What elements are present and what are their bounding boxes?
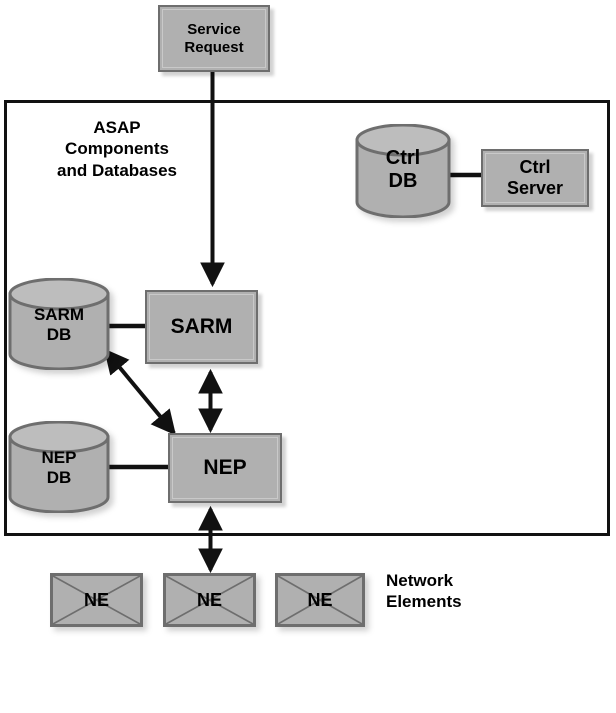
network-element-node-1[interactable] [50, 573, 143, 627]
asap-label-line-3: and Databases [57, 160, 177, 180]
sarm-label: SARM [170, 314, 233, 338]
asap-label-line-2: Components [65, 139, 169, 159]
nep-node[interactable]: NEP [168, 433, 282, 503]
network-elements-caption-line-2: Elements [386, 591, 462, 611]
asap-container-label: ASAP Components and Databases [22, 117, 212, 181]
ctrl-server-label-line-1: Ctrl [519, 157, 551, 178]
nep-label: NEP [203, 455, 247, 479]
ctrl-server-label-line-2: Server [506, 178, 564, 198]
service-request-node[interactable]: Service Request [158, 5, 270, 72]
network-elements-caption: Network Elements [386, 571, 566, 612]
ctrl-db-node[interactable] [355, 124, 451, 218]
network-element-node-3[interactable] [275, 573, 365, 627]
connector-sarm-db-to-nep [104, 348, 176, 436]
nep-db-node[interactable] [8, 421, 110, 513]
service-request-label-line-2: Request [184, 38, 244, 56]
network-elements-caption-line-1: Network [386, 571, 454, 590]
service-request-label-line-1: Service [187, 21, 241, 39]
ctrl-server-node[interactable]: Ctrl Server [481, 149, 589, 207]
asap-label-line-1: ASAP [93, 118, 141, 137]
sarm-db-node[interactable] [8, 278, 110, 370]
network-element-node-2[interactable] [163, 573, 256, 627]
sarm-node[interactable]: SARM [145, 290, 258, 364]
asap-components-container [4, 100, 610, 536]
